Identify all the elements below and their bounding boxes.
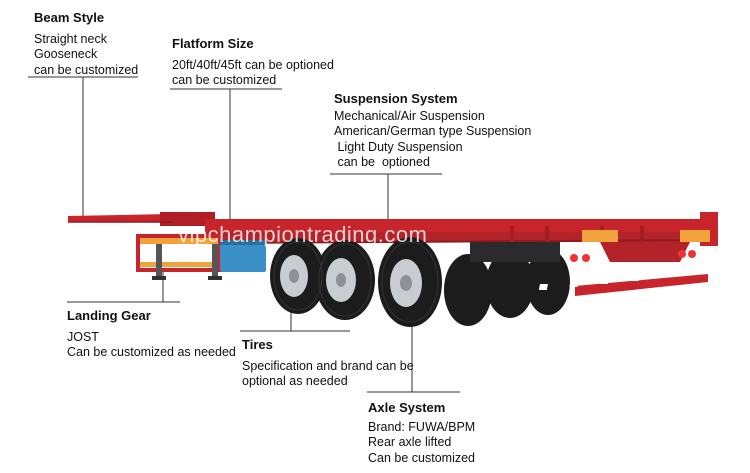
platform-size-leader bbox=[170, 88, 282, 220]
suspension-system-line: can be optioned bbox=[334, 155, 430, 169]
axle-system-title: Axle System bbox=[368, 400, 446, 415]
tool-box-illustration bbox=[220, 240, 266, 272]
platform-size-line: can be customized bbox=[172, 73, 277, 87]
suspension-system-title: Suspension System bbox=[334, 91, 458, 106]
rear-bumper bbox=[538, 274, 708, 296]
gooseneck-beam bbox=[68, 212, 215, 226]
beam-style-line: can be customized bbox=[34, 62, 139, 77]
platform-size-annotation: Flatform Size 20ft/40ft/45ft can be opti… bbox=[172, 36, 334, 89]
landing-gear-line: Can be customized as needed bbox=[67, 345, 236, 359]
suspension-system-line: Light Duty Suspension bbox=[334, 139, 463, 154]
beam-style-line: Gooseneck bbox=[34, 47, 98, 61]
beam-style-title: Beam Style bbox=[34, 10, 105, 25]
wheels-illustration bbox=[270, 237, 570, 327]
tires-title: Tires bbox=[242, 337, 273, 352]
platform-size-line: 20ft/40ft/45ft can be optioned bbox=[172, 57, 334, 72]
tires-line: Specification and brand can be bbox=[242, 358, 414, 373]
axle-system-line: Rear axle lifted bbox=[368, 435, 452, 449]
tires-line: optional as needed bbox=[242, 374, 348, 388]
axle-system-line: Brand: FUWA/BPM bbox=[368, 419, 476, 434]
watermark-text: vipchampiontrading.com bbox=[178, 222, 428, 247]
landing-gear-leader bbox=[67, 271, 180, 303]
beam-style-leader bbox=[28, 76, 138, 218]
tires-annotation: Tires Specification and brand can be opt… bbox=[242, 337, 414, 390]
suspension-system-line: American/German type Suspension bbox=[334, 124, 532, 138]
axle-system-line: Can be customized bbox=[368, 450, 476, 465]
beam-style-line: Straight neck bbox=[34, 31, 107, 46]
axle-system-annotation: Axle System Brand: FUWA/BPM Rear axle li… bbox=[368, 400, 475, 466]
beam-style-annotation: Beam Style Straight neck Gooseneck can b… bbox=[34, 10, 138, 78]
rear-lights bbox=[570, 230, 710, 262]
landing-gear-annotation: Landing Gear JOST Can be customized as n… bbox=[67, 308, 236, 361]
landing-gear-title: Landing Gear bbox=[67, 308, 151, 323]
suspension-system-line: Mechanical/Air Suspension bbox=[334, 108, 485, 123]
suspension-system-annotation: Suspension System Mechanical/Air Suspens… bbox=[334, 91, 531, 171]
suspension-leader bbox=[330, 173, 442, 226]
landing-gear-line: JOST bbox=[67, 329, 99, 344]
platform-size-title: Flatform Size bbox=[172, 36, 254, 51]
